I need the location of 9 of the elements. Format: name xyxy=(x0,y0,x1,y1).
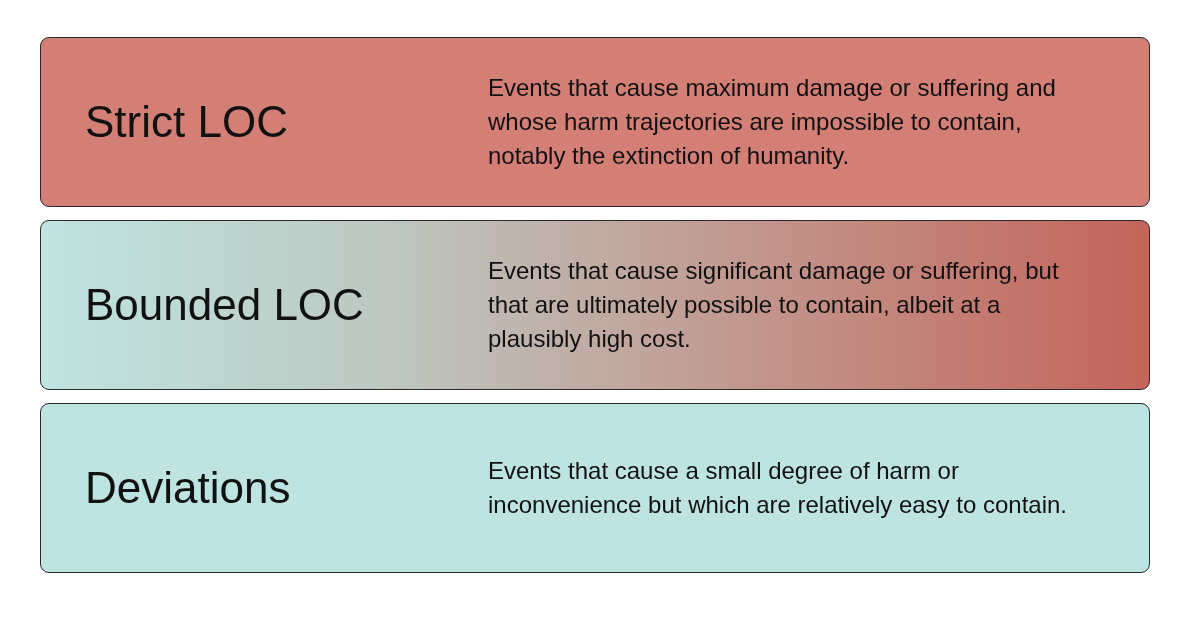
category-card xyxy=(40,220,1150,390)
card-heading: Bounded LOC xyxy=(85,280,364,330)
card-description: Events that cause a small degree of harm or inconvenience but which are relatively easy to contain. xyxy=(488,456,1068,520)
category-card xyxy=(40,403,1150,573)
category-card xyxy=(40,37,1150,207)
card-heading: Deviations xyxy=(85,463,291,513)
card-description: Events that cause significant damage or suffering, but that are ultimately possible to contain, albeit at a plausibly high cost. xyxy=(488,256,1060,354)
card-description: Events that cause maximum damage or suffering and whose harm trajectories are impossible to contain, notably the extinction of humanity. xyxy=(488,73,1057,171)
card-heading: Strict LOC xyxy=(85,97,288,147)
